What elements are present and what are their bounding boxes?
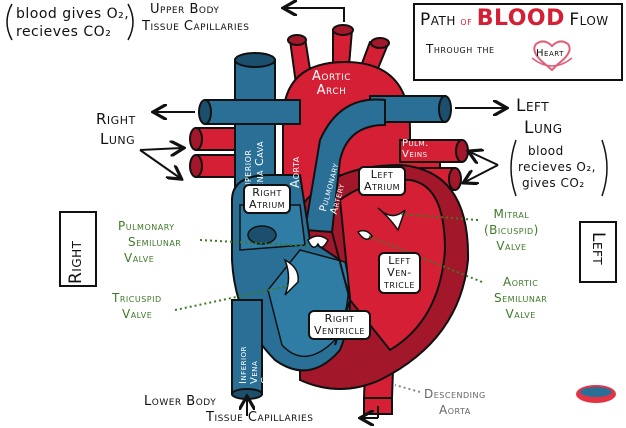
ivc-line2: Vena bbox=[249, 360, 260, 384]
pointer-pulmonary-valve bbox=[199, 239, 311, 247]
right-lung-line2: Lung bbox=[100, 130, 136, 148]
aortic-valve-line2: Semilunar bbox=[494, 291, 548, 305]
right-note-line3: gives CO₂ bbox=[522, 176, 585, 190]
top-left-note-line2: recieves CO₂ bbox=[16, 24, 112, 40]
pulmonary-valve-line1: Pulmonary bbox=[118, 219, 175, 233]
arrow-to-upper-body bbox=[285, 8, 345, 22]
pointer-mitral-valve bbox=[399, 213, 479, 221]
pv-line1: Pulm. bbox=[402, 138, 429, 149]
side-left-label: Left bbox=[588, 232, 608, 266]
pulmonary-valve bbox=[307, 235, 329, 248]
ra-line1: Right bbox=[252, 186, 282, 199]
right-lung-line1: Right bbox=[96, 110, 136, 128]
aortic-valve bbox=[356, 229, 373, 240]
title-flow: Flow bbox=[569, 10, 609, 30]
brand-logo bbox=[576, 385, 616, 403]
inferior-vena-cava-label: Inferior Vena Cava bbox=[238, 346, 271, 384]
mitral-valve-label: Mitral (Bicuspid) Valve bbox=[484, 206, 539, 254]
title-box bbox=[413, 3, 623, 81]
right-atrium-label: Right Atrium bbox=[243, 184, 292, 214]
right-side-box bbox=[59, 211, 97, 287]
tricuspid-valve-line2: Valve bbox=[122, 307, 153, 321]
pulmonary-artery-branch-left bbox=[204, 99, 301, 125]
mitral-valve bbox=[377, 207, 406, 232]
tricuspid-valve-line1: Tricuspid bbox=[112, 291, 162, 305]
mitral-valve-line3: Valve bbox=[496, 239, 527, 253]
title-path: Path bbox=[420, 10, 456, 30]
left-note-paren-close bbox=[127, 3, 134, 41]
aorta-label: Aorta bbox=[288, 156, 302, 188]
title: Path of BLOOD Flow bbox=[420, 6, 620, 31]
title-blood: BLOOD bbox=[476, 6, 565, 31]
mitral-valve-line2: (Bicuspid) bbox=[484, 223, 539, 237]
lv-line1: Left bbox=[388, 254, 411, 267]
arrow-from-left-lung-2 bbox=[465, 164, 499, 182]
right-ventricle-label: Right Ventricle bbox=[308, 310, 371, 340]
descending-aorta-line2: Aorta bbox=[438, 403, 471, 417]
arrow-from-left-lung-1 bbox=[470, 152, 499, 166]
title-of: of bbox=[460, 14, 473, 28]
right-note-paren-close bbox=[601, 139, 608, 197]
aortic-arch-label: Aortic Arch bbox=[312, 70, 351, 98]
top-left-note-line1: blood gives O₂, bbox=[16, 6, 130, 22]
arrow-from-right-lung-2 bbox=[139, 149, 180, 178]
ra-line2: Atrium bbox=[249, 198, 286, 211]
tricuspid-valve-label: Tricuspid Valve bbox=[112, 290, 162, 322]
aortic-arch-line2: Arch bbox=[316, 83, 347, 98]
pointer-tricuspid-valve bbox=[174, 285, 289, 311]
descending-aorta-label: Descending Aorta bbox=[424, 386, 486, 418]
ivc-line3: Cava bbox=[260, 361, 271, 384]
upper-body-line2: Tissue Capillaries bbox=[142, 19, 250, 34]
pulmonary-artery bbox=[303, 98, 386, 234]
pointer-descending-aorta bbox=[394, 384, 421, 393]
right-note-paren-open bbox=[510, 139, 517, 197]
aortic-valve-line1: Aortic bbox=[503, 275, 539, 289]
title-heart: Heart bbox=[536, 48, 564, 59]
lower-body-line1: Lower Body bbox=[144, 394, 217, 409]
la-line2: Atrium bbox=[364, 180, 401, 193]
mitral-valve-line1: Mitral bbox=[493, 207, 530, 221]
descending-aorta-line1: Descending bbox=[424, 387, 486, 401]
pulmonary-valve-line3: Valve bbox=[124, 251, 155, 265]
lv-line3: tricle bbox=[384, 278, 415, 291]
title-through: Through the bbox=[426, 42, 495, 56]
pulm-veins-label: Pulm. Veins bbox=[402, 138, 429, 160]
upper-body-line1: Upper Body bbox=[150, 2, 220, 17]
aortic-valve-label: Aortic Semilunar Valve bbox=[494, 274, 547, 322]
la-line1: Left bbox=[370, 168, 394, 181]
pointer-aortic-valve bbox=[367, 235, 483, 283]
right-note-line2: recieves O₂, bbox=[518, 160, 596, 174]
rv-line2: Ventricle bbox=[314, 324, 365, 337]
pulmonary-valve-line2: Semilunar bbox=[128, 235, 182, 249]
left-ventricle-label: Left Ven- tricle bbox=[378, 252, 421, 294]
left-note-paren-open bbox=[6, 3, 13, 41]
arrow-from-right-lung-1 bbox=[139, 148, 182, 150]
side-right-label: Right bbox=[66, 240, 86, 284]
aortic-valve-line3: Valve bbox=[505, 307, 536, 321]
pulmonary-valve-label: Pulmonary Semilunar Valve bbox=[118, 218, 181, 266]
left-lung-line2: Lung bbox=[524, 118, 563, 138]
left-lung-line1: Left bbox=[516, 96, 550, 116]
right-note-line1: blood bbox=[528, 144, 564, 158]
left-side-box bbox=[579, 221, 617, 283]
tricuspid-valve bbox=[283, 258, 299, 296]
left-atrium-label: Left Atrium bbox=[358, 166, 407, 196]
lv-line2: Ven- bbox=[387, 266, 412, 279]
pv-line2: Veins bbox=[402, 149, 428, 160]
aortic-arch-line1: Aortic bbox=[312, 69, 352, 84]
lower-body-line2: Tissue Capillaries bbox=[206, 410, 314, 425]
ivc-line1: Inferior bbox=[238, 346, 249, 384]
rv-line1: Right bbox=[324, 312, 355, 325]
